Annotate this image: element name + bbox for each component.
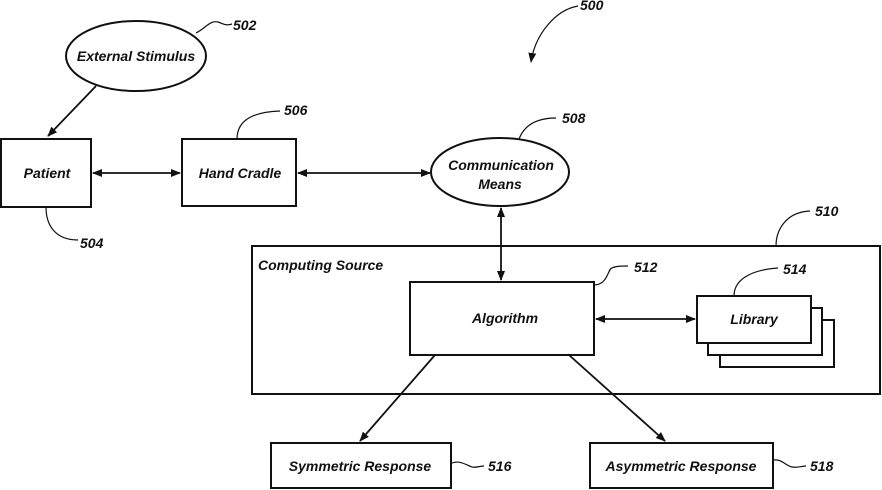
- communication-means-label-line2: Means: [478, 176, 522, 192]
- node-patient: Patient 504: [1, 139, 104, 251]
- algorithm-label: Algorithm: [471, 310, 538, 326]
- node-external-stimulus: External Stimulus 502: [66, 17, 257, 91]
- external-stimulus-leader: [196, 22, 232, 33]
- algorithm-ref: 512: [634, 259, 658, 275]
- hand-cradle-label: Hand Cradle: [199, 165, 282, 181]
- node-communication-means: Communication Means 508: [431, 110, 586, 206]
- communication-means-leader: [519, 118, 556, 139]
- external-stimulus-ref: 502: [233, 17, 257, 33]
- figure-ref-arrow: [531, 6, 578, 62]
- symmetric-response-label: Symmetric Response: [289, 458, 432, 474]
- hand-cradle-leader: [237, 111, 280, 139]
- asymmetric-response-label: Asymmetric Response: [605, 458, 757, 474]
- computing-source-leader: [776, 211, 810, 246]
- communication-means-label-line1: Communication: [448, 157, 554, 173]
- asymmetric-response-ref: 518: [810, 458, 834, 474]
- communication-means-ref: 508: [562, 110, 586, 126]
- figure-ref-500: 500: [531, 0, 604, 62]
- library-ref: 514: [783, 261, 807, 277]
- patient-leader: [46, 207, 78, 240]
- patient-ref: 504: [80, 235, 104, 251]
- patient-label: Patient: [24, 165, 72, 181]
- external-stimulus-label: External Stimulus: [77, 48, 195, 64]
- figure-ref-label: 500: [580, 0, 604, 13]
- node-symmetric-response: Symmetric Response 516: [271, 443, 512, 488]
- node-hand-cradle: Hand Cradle 506: [182, 102, 308, 206]
- computing-source-ref: 510: [815, 203, 839, 219]
- library-label: Library: [730, 311, 779, 327]
- edge-stimulus-to-patient: [48, 86, 96, 136]
- hand-cradle-ref: 506: [284, 102, 308, 118]
- asymmetric-response-leader: [774, 460, 806, 467]
- node-asymmetric-response: Asymmetric Response 518: [590, 443, 834, 488]
- symmetric-response-leader: [452, 462, 484, 467]
- computing-source-label: Computing Source: [258, 257, 383, 273]
- symmetric-response-ref: 516: [488, 458, 512, 474]
